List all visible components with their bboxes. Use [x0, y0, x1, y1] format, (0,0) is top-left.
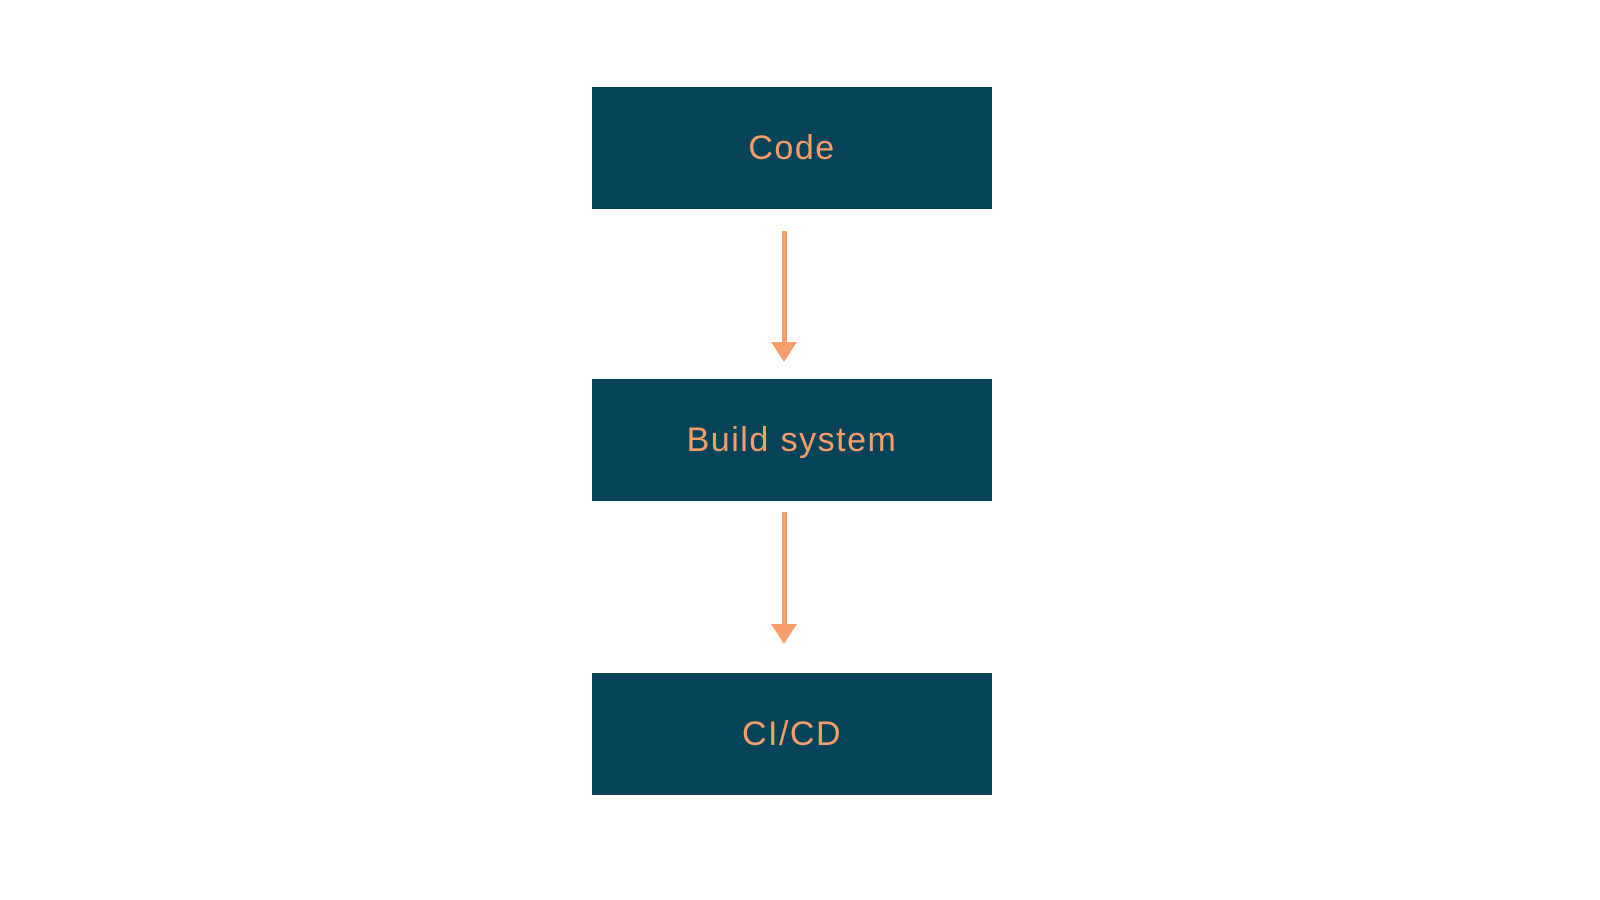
arrow-code-to-build-icon: [769, 231, 799, 362]
arrow-line: [781, 512, 787, 624]
arrow-head-down-icon: [771, 342, 797, 362]
node-code: Code: [592, 87, 992, 209]
node-build-system-label: Build system: [686, 421, 898, 459]
arrow-head-down-icon: [771, 624, 797, 644]
node-code-label: Code: [748, 129, 836, 167]
node-build-system: Build system: [592, 379, 992, 501]
arrow-line: [781, 231, 787, 342]
node-cicd-label: CI/CD: [741, 715, 843, 753]
node-cicd: CI/CD: [592, 673, 992, 795]
arrow-build-to-cicd-icon: [769, 512, 799, 644]
